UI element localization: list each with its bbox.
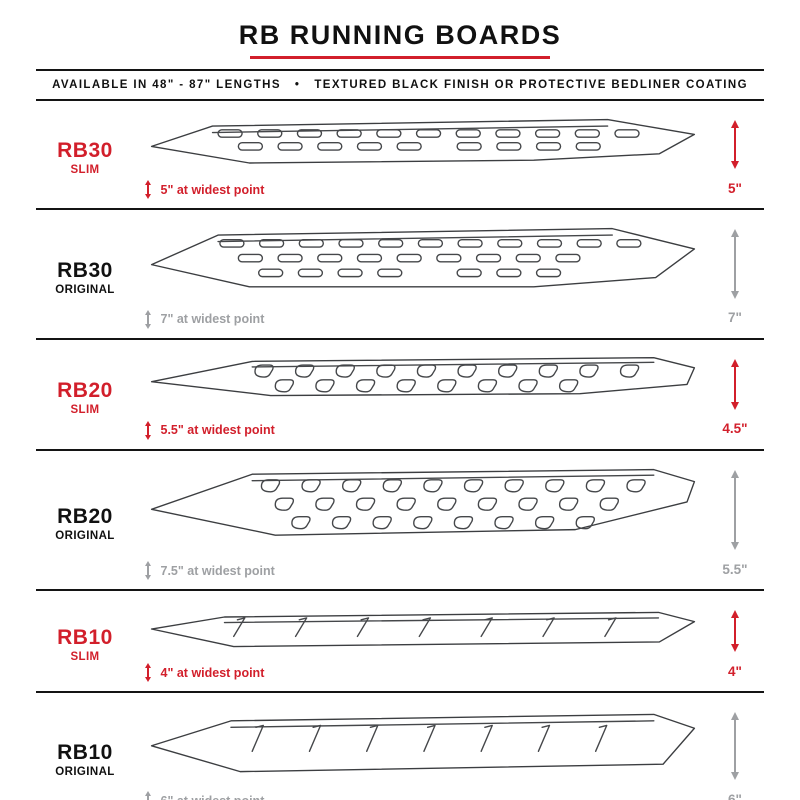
model-variant: ORIGINAL	[55, 529, 115, 542]
board-drawing-rb30-slim	[150, 118, 696, 164]
board-drawing-rb10-original	[150, 714, 696, 773]
height-value: 6"	[728, 791, 742, 800]
board-label: RB30 ORIGINAL	[36, 259, 140, 296]
board-drawing-cell	[140, 224, 706, 302]
subtitle-band: AVAILABLE IN 48" - 87" LENGTHS • TEXTURE…	[36, 69, 764, 101]
vertical-double-arrow-icon	[734, 477, 736, 543]
board-label: RB20 SLIM	[36, 379, 140, 416]
model-name: RB20	[57, 504, 113, 528]
board-drawing-rb20-slim	[150, 356, 696, 397]
mini-double-arrow-icon	[147, 668, 149, 678]
width-note-text: 6" at widest point	[161, 794, 265, 800]
width-annotation: 7.5" at widest point	[144, 560, 706, 581]
width-note-text: 5" at widest point	[160, 182, 265, 197]
model-variant: ORIGINAL	[55, 283, 115, 296]
board-drawing-cell	[140, 707, 706, 783]
subtitle-lengths: AVAILABLE IN 48" - 87" LENGTHS	[52, 79, 281, 91]
board-row-rb10-slim: RB10 SLIM 4" at widest point 4"	[36, 591, 764, 694]
model-name: RB10	[57, 625, 113, 649]
mini-double-arrow-icon	[147, 185, 149, 195]
width-annotation: 6" at widest point	[144, 790, 706, 800]
board-row-rb20-slim: RB20 SLIM 5.5" at widest point 4.5"	[36, 340, 764, 451]
mini-double-arrow-icon	[147, 796, 149, 800]
width-annotation: 7" at widest point	[144, 309, 706, 330]
board-drawing-rb20-original	[150, 468, 696, 536]
height-meter	[706, 465, 764, 554]
height-value: 5"	[728, 180, 742, 196]
width-note-text: 4" at widest point	[160, 665, 265, 680]
board-label: RB20 ORIGINAL	[36, 505, 140, 542]
board-row-rb30-slim: RB30 SLIM 5" at widest point 5"	[36, 101, 764, 211]
height-meter	[706, 115, 764, 172]
header: RB RUNNING BOARDS AVAILABLE IN 48" - 87"…	[0, 0, 800, 101]
vertical-double-arrow-icon	[734, 237, 736, 291]
width-note-text: 7.5" at widest point	[160, 563, 275, 578]
mini-double-arrow-icon	[147, 425, 149, 435]
bullet-separator-icon: •	[294, 79, 301, 91]
width-annotation: 5" at widest point	[144, 179, 706, 200]
width-note-text: 7" at widest point	[160, 312, 265, 327]
width-annotation: 4" at widest point	[144, 662, 706, 683]
board-row-rb20-original: RB20 ORIGINAL 7.5" at widest point 5.5"	[36, 451, 764, 592]
board-drawing-cell	[140, 465, 706, 554]
height-meter	[706, 354, 764, 413]
model-variant: SLIM	[70, 650, 100, 663]
board-label: RB10 SLIM	[36, 626, 140, 663]
board-drawing-rb10-slim	[150, 612, 696, 648]
board-label: RB30 SLIM	[36, 139, 140, 176]
page-title: RB RUNNING BOARDS	[238, 20, 562, 50]
model-name: RB20	[57, 378, 113, 402]
width-note-text: 5.5" at widest point	[160, 423, 275, 438]
board-drawing-cell	[140, 354, 706, 413]
mini-double-arrow-icon	[147, 566, 149, 576]
board-row-rb10-original: RB10 ORIGINAL 6" at widest point 6"	[36, 693, 764, 800]
mini-double-arrow-icon	[147, 314, 149, 324]
width-annotation: 5.5" at widest point	[144, 420, 706, 441]
model-variant: ORIGINAL	[55, 765, 115, 778]
height-value: 5.5"	[722, 561, 748, 577]
title-underline	[250, 56, 550, 59]
model-name: RB30	[57, 258, 113, 282]
vertical-double-arrow-icon	[734, 128, 736, 162]
height-value: 4.5"	[722, 421, 748, 437]
model-name: RB30	[57, 139, 113, 163]
height-meter	[706, 707, 764, 783]
height-meter	[706, 224, 764, 302]
height-meter	[706, 605, 764, 655]
vertical-double-arrow-icon	[734, 618, 736, 645]
model-variant: SLIM	[70, 164, 100, 177]
height-value: 4"	[728, 663, 742, 679]
model-name: RB10	[57, 740, 113, 764]
board-drawing-cell	[140, 115, 706, 172]
board-drawing-cell	[140, 605, 706, 655]
model-variant: SLIM	[70, 403, 100, 416]
vertical-double-arrow-icon	[734, 720, 736, 773]
board-drawing-rb30-original	[150, 228, 696, 288]
board-comparison-list: RB30 SLIM 5" at widest point 5" RB30 ORI…	[0, 101, 800, 800]
subtitle-finish: TEXTURED BLACK FINISH OR PROTECTIVE BEDL…	[314, 79, 748, 91]
height-value: 7"	[728, 310, 742, 326]
board-row-rb30-original: RB30 ORIGINAL 7" at widest point 7"	[36, 210, 764, 340]
board-label: RB10 ORIGINAL	[36, 741, 140, 778]
vertical-double-arrow-icon	[734, 366, 736, 402]
